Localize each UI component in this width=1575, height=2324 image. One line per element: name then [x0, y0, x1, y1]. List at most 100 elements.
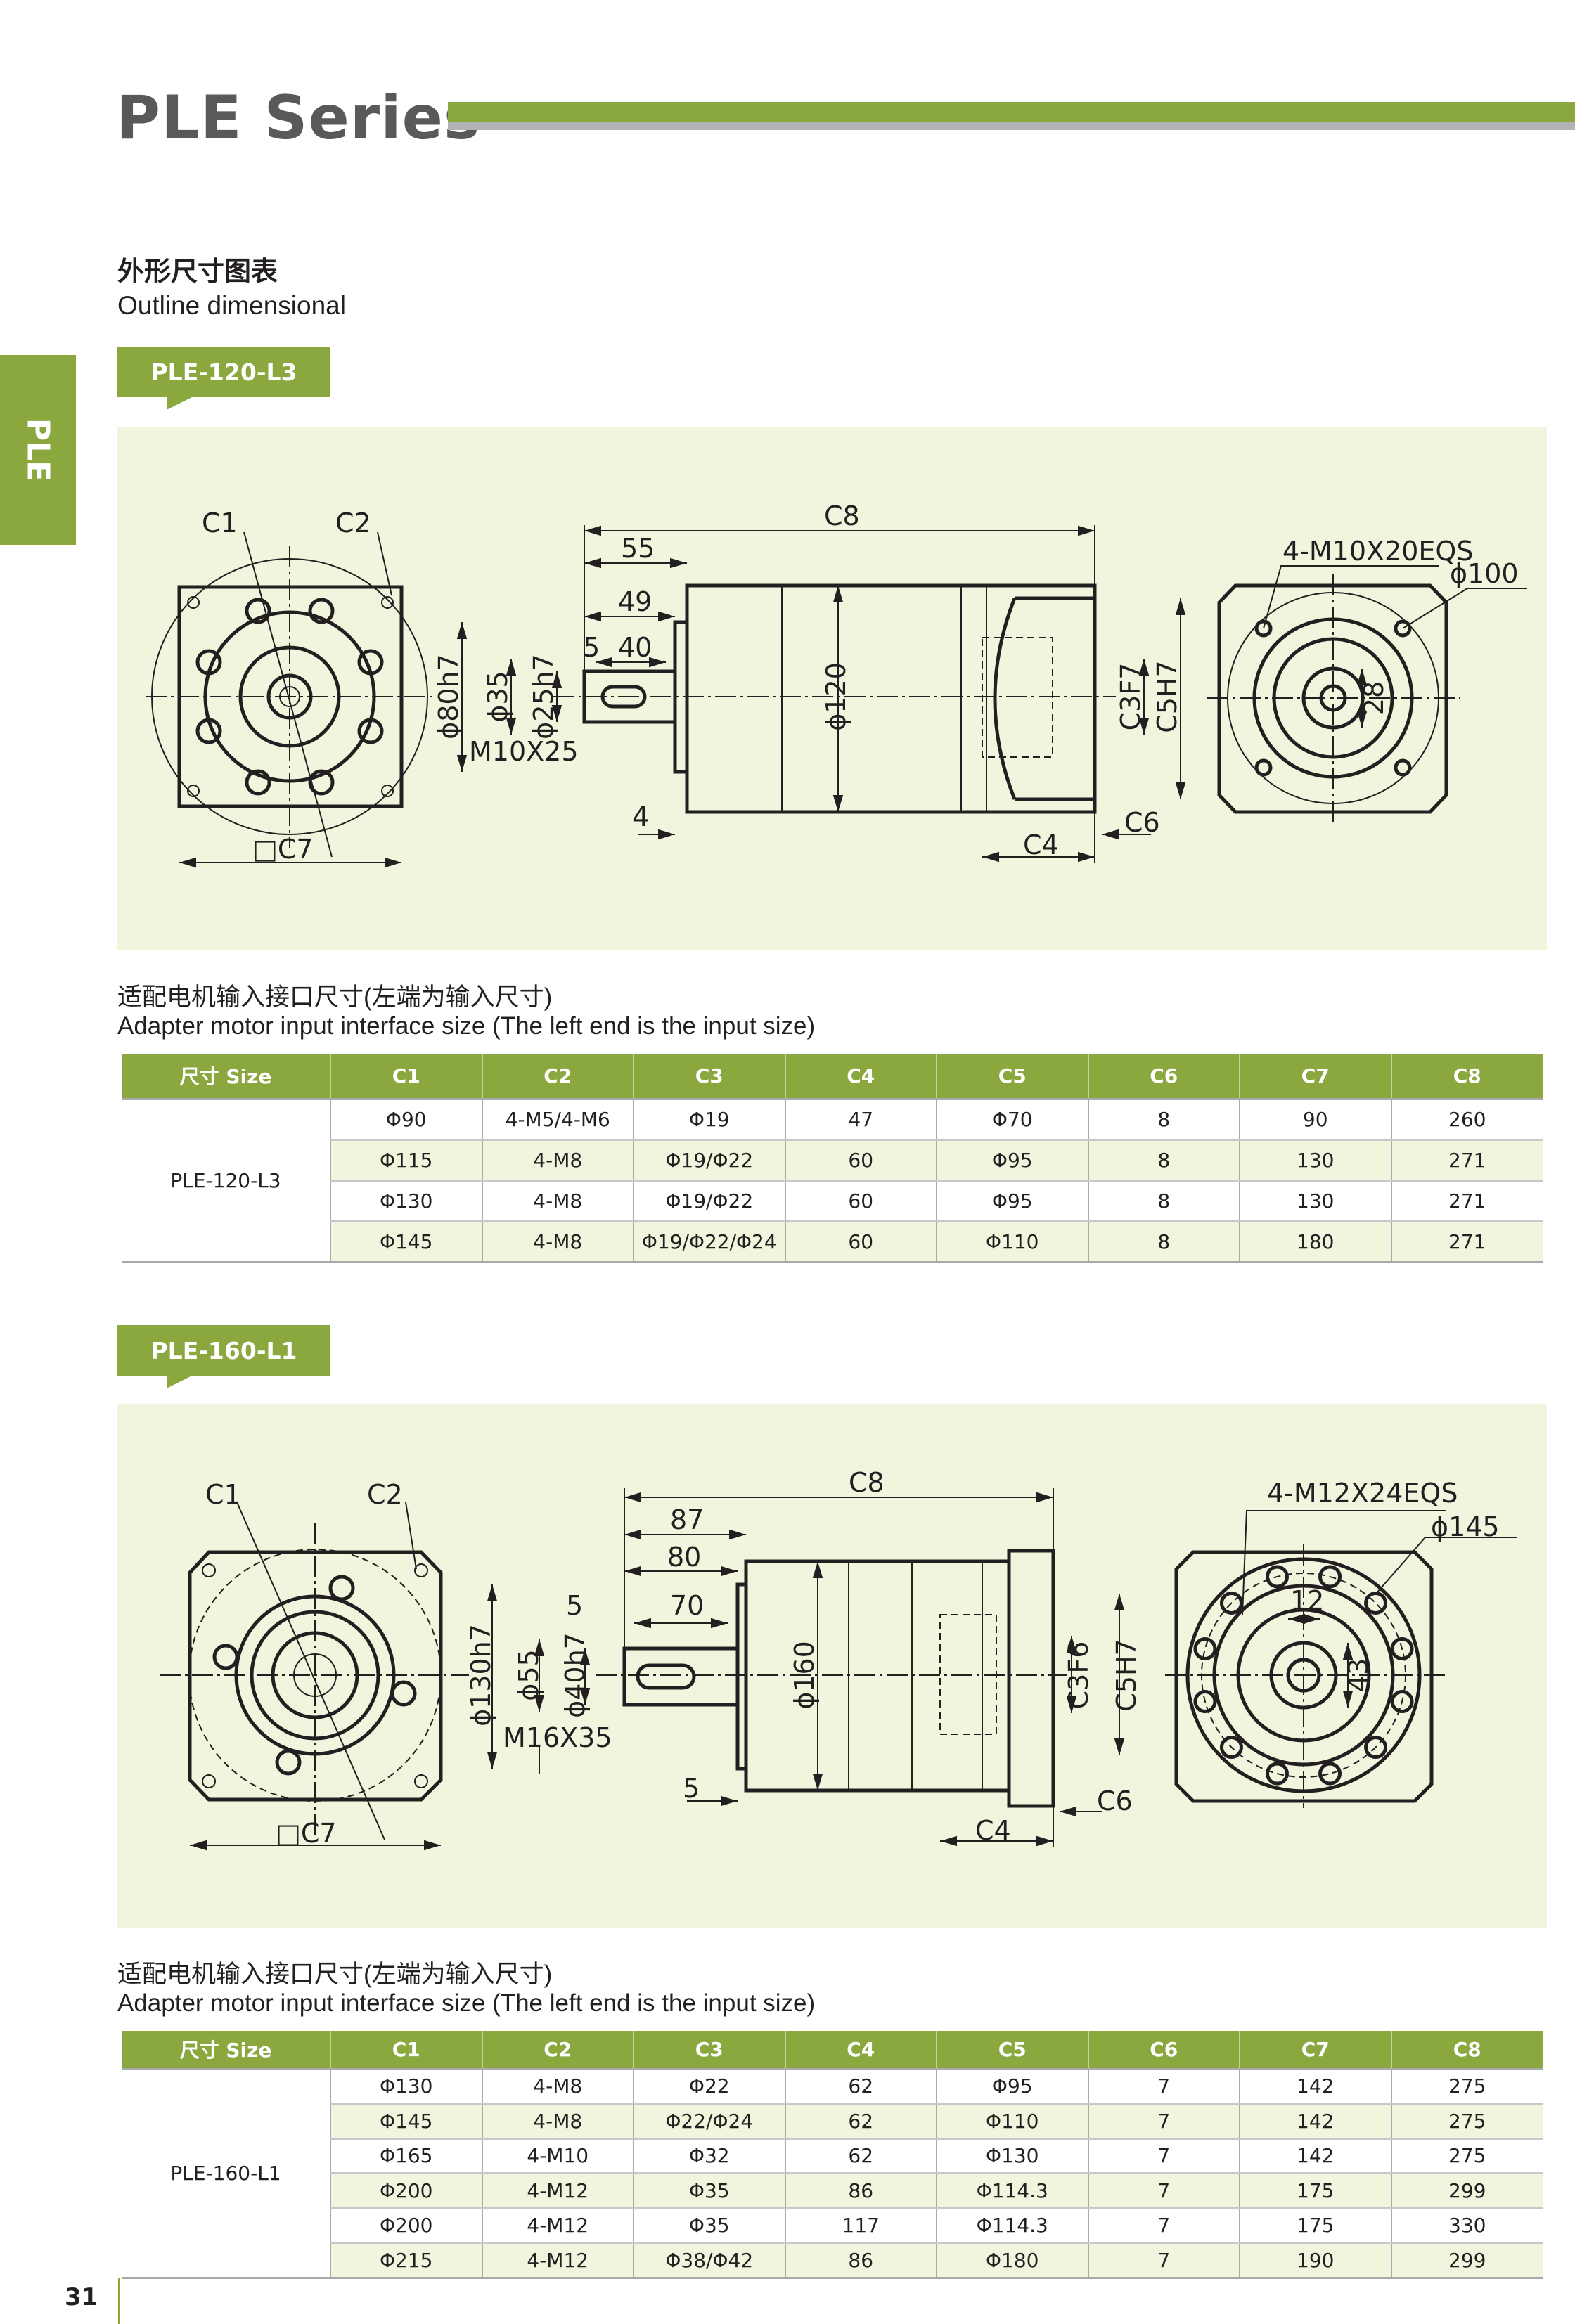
table-cell: Φ200: [330, 2208, 482, 2244]
label-5: 5: [583, 632, 600, 663]
table-cell: Φ70: [936, 1099, 1088, 1141]
table-cell: Φ110: [936, 1221, 1088, 1263]
table-cell: Φ19/Φ22: [633, 1140, 785, 1182]
table-cell: 7: [1087, 2242, 1240, 2279]
table-cell: 7: [1087, 2069, 1240, 2105]
table-cell: 180: [1239, 1221, 1391, 1263]
table-cell: 4-M8: [481, 1221, 634, 1263]
header-c6: C6: [1087, 2031, 1240, 2070]
table-cell: 190: [1239, 2242, 1391, 2279]
bolt-hole: [1219, 1591, 1243, 1615]
label-phi100: ϕ100: [1450, 558, 1519, 589]
table-cell: 142: [1239, 2069, 1391, 2105]
header-c8: C8: [1390, 2031, 1543, 2070]
header-size: 尺寸 Size: [122, 1054, 330, 1100]
dimension-drawing: C1 C2 □C7 C8 87 80 5 70 ϕ130h7 ϕ55 ϕ40h7…: [117, 1404, 1547, 1928]
front-view-output: [1207, 565, 1527, 824]
bolt-hole: [1364, 1736, 1388, 1760]
header-c5: C5: [936, 2031, 1088, 2070]
table-cell: Φ35: [633, 2173, 785, 2209]
table-cell: 4-M8: [481, 1140, 634, 1182]
table-cell: Φ95: [936, 2069, 1088, 2105]
label-4: 4: [632, 801, 649, 832]
label-c6: C6: [1097, 1786, 1133, 1816]
label-40: 40: [618, 632, 652, 663]
header-c7: C7: [1239, 2031, 1391, 2070]
table-cell: 60: [784, 1180, 937, 1222]
table-cell: 142: [1239, 2138, 1391, 2174]
header-c7: C7: [1239, 1054, 1391, 1100]
model-badge: PLE-160-L1: [117, 1325, 330, 1388]
table-cell: Φ110: [936, 2103, 1088, 2140]
label-phi55: ϕ55: [513, 1649, 544, 1700]
table-cell: 86: [784, 2242, 937, 2279]
label-5: 5: [566, 1590, 583, 1621]
table-caption-cn: 适配电机输入接口尺寸(左端为输入尺寸): [117, 1961, 553, 1988]
label-c4: C4: [975, 1815, 1011, 1846]
label-holes: 4-M10X20EQS: [1282, 536, 1473, 567]
table-cell: 4-M8: [481, 1180, 634, 1222]
label-c8: C8: [824, 501, 860, 531]
table-cell: Φ145: [330, 2103, 482, 2140]
table-cell: 4-M5/4-M6: [481, 1099, 634, 1141]
table-cell: 8: [1087, 1221, 1240, 1263]
bolt-hole: [1265, 1762, 1289, 1786]
header-c4: C4: [784, 2031, 937, 2070]
label-55: 55: [621, 533, 655, 564]
table-cell: Φ19: [633, 1099, 785, 1141]
label-c7: □C7: [252, 834, 314, 865]
table-cell: Φ95: [936, 1140, 1088, 1182]
size-cell: PLE-120-L3: [122, 1099, 330, 1263]
table-cell: 275: [1390, 2103, 1543, 2140]
title-bar-green: [448, 102, 1575, 122]
table-cell: 7: [1087, 2103, 1240, 2140]
table-cell: Φ165: [330, 2138, 482, 2174]
label-c2: C2: [367, 1479, 403, 1510]
table-cell: 175: [1239, 2208, 1391, 2244]
table-cell: 130: [1239, 1140, 1391, 1182]
label-5b: 5: [683, 1773, 700, 1804]
header-size: 尺寸 Size: [122, 2031, 330, 2070]
label-c4: C4: [1023, 829, 1059, 860]
table-cell: Φ22/Φ24: [633, 2103, 785, 2140]
table-cell: Φ35: [633, 2208, 785, 2244]
table-cell: Φ145: [330, 1221, 482, 1263]
label-80: 80: [667, 1542, 701, 1573]
front-view-input: [146, 531, 434, 868]
label-c1: C1: [205, 1479, 241, 1510]
size-cell: PLE-160-L1: [122, 2069, 330, 2279]
table-cell: 4-M8: [481, 2069, 634, 2105]
page-title: PLE Series: [116, 83, 481, 153]
label-28: 28: [1358, 681, 1389, 715]
table-cell: Φ200: [330, 2173, 482, 2209]
label-c3: C3F6: [1063, 1641, 1094, 1710]
table-cell: 7: [1087, 2208, 1240, 2244]
header-c3: C3: [633, 2031, 785, 2070]
bolt-hole: [1390, 1637, 1414, 1660]
table-cell: Φ95: [936, 1180, 1088, 1222]
bolt-hole: [1364, 1591, 1388, 1615]
table-cell: 62: [784, 2103, 937, 2140]
bolt-hole: [1193, 1690, 1217, 1714]
table-cell: Φ180: [936, 2242, 1088, 2279]
table-cell: 117: [784, 2208, 937, 2244]
label-holes: 4-M12X24EQS: [1267, 1478, 1458, 1509]
section-title-cn: 外形尺寸图表: [117, 256, 278, 287]
table-cell: 47: [784, 1099, 937, 1141]
table-cell: 8: [1087, 1099, 1240, 1141]
header-c2: C2: [481, 2031, 634, 2070]
table-cell: 60: [784, 1140, 937, 1182]
table-cell: 299: [1390, 2173, 1543, 2209]
bolt-hole: [1193, 1637, 1217, 1660]
table-cell: Φ130: [330, 2069, 482, 2105]
table-cell: Φ115: [330, 1140, 482, 1182]
table-cell: 7: [1087, 2138, 1240, 2174]
table-cell: Φ32: [633, 2138, 785, 2174]
side-view: [487, 1488, 1125, 1847]
side-view: [456, 525, 1186, 863]
